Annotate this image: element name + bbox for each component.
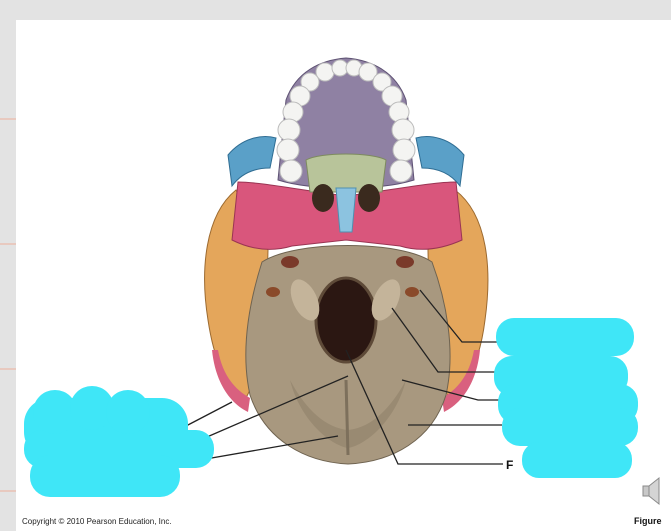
leader-line — [391, 307, 500, 373]
leader-line — [419, 289, 500, 343]
occipital-condyle-left — [290, 279, 320, 321]
foramen — [396, 256, 414, 268]
redacted-label — [106, 390, 150, 434]
slide-edge-mark — [0, 368, 16, 370]
choana-right — [358, 184, 380, 212]
label-redactions — [24, 318, 638, 497]
parietal-edge-right — [442, 350, 480, 412]
slide-edge-mark — [0, 243, 16, 245]
choana-left — [312, 184, 334, 212]
slide-edge-mark — [0, 490, 16, 492]
leader-line — [345, 349, 503, 465]
palatine-bone — [305, 153, 387, 193]
figure-label: Figure — [634, 516, 662, 526]
speaker-icon[interactable] — [640, 474, 668, 508]
leader-line — [199, 435, 339, 461]
leader-line — [401, 379, 500, 401]
redacted-label — [30, 455, 180, 497]
redacted-label — [522, 442, 632, 478]
redacted-label — [70, 386, 114, 430]
foramen — [266, 287, 280, 297]
speaker-icon-graphic — [642, 476, 660, 506]
partial-label: F — [506, 458, 514, 472]
leader-lines — [185, 289, 503, 465]
leader-line — [199, 375, 349, 441]
foramen — [281, 256, 299, 268]
leader-line — [185, 401, 233, 427]
skull-illustration — [204, 57, 489, 465]
parietal-edge-left — [212, 350, 250, 412]
redacted-label — [502, 408, 638, 446]
redacted-label — [33, 390, 77, 434]
redacted-label — [496, 318, 634, 356]
vomer-bone — [335, 187, 357, 233]
zygomatic-bone-left — [227, 136, 277, 188]
zygomatic-bone-right — [415, 136, 465, 188]
occipital-crest — [344, 379, 350, 456]
slide-edge-mark — [0, 118, 16, 120]
maxillary-teeth — [276, 59, 416, 183]
foramen-magnum — [314, 276, 378, 364]
foramen — [405, 287, 419, 297]
copyright-text: Copyright © 2010 Pearson Education, Inc. — [22, 517, 172, 526]
